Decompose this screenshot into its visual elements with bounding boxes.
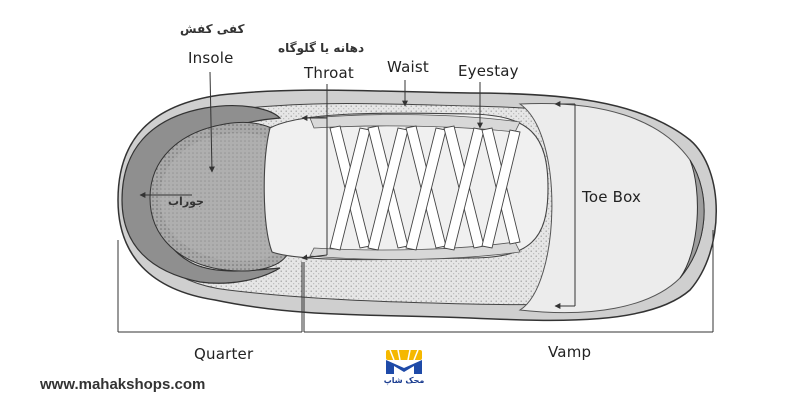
leader-lines	[117, 71, 714, 333]
mahak-shop-logo: محک شاپ	[380, 346, 428, 396]
toe-edge	[679, 159, 705, 279]
vamp-label: Vamp	[548, 343, 592, 361]
quarter-label: Quarter	[194, 345, 254, 363]
shop-awning-icon	[386, 349, 422, 374]
logo-text: محک شاپ	[383, 376, 425, 385]
website-url[interactable]: www.mahakshops.com	[40, 376, 206, 393]
toe-cap	[518, 102, 705, 314]
throat-label-fa: دهانه یا گلوگاه	[278, 41, 365, 55]
insole-label-fa: کفی کفش	[180, 22, 245, 36]
lining-label-fa: جوراب	[168, 195, 204, 208]
waist-label: Waist	[387, 58, 429, 76]
insole-label: Insole	[188, 49, 234, 67]
eyestay-label: Eyestay	[458, 62, 519, 80]
throat-label: Throat	[304, 64, 354, 82]
laces	[329, 125, 521, 251]
toe-box-label: Toe Box	[582, 188, 642, 206]
